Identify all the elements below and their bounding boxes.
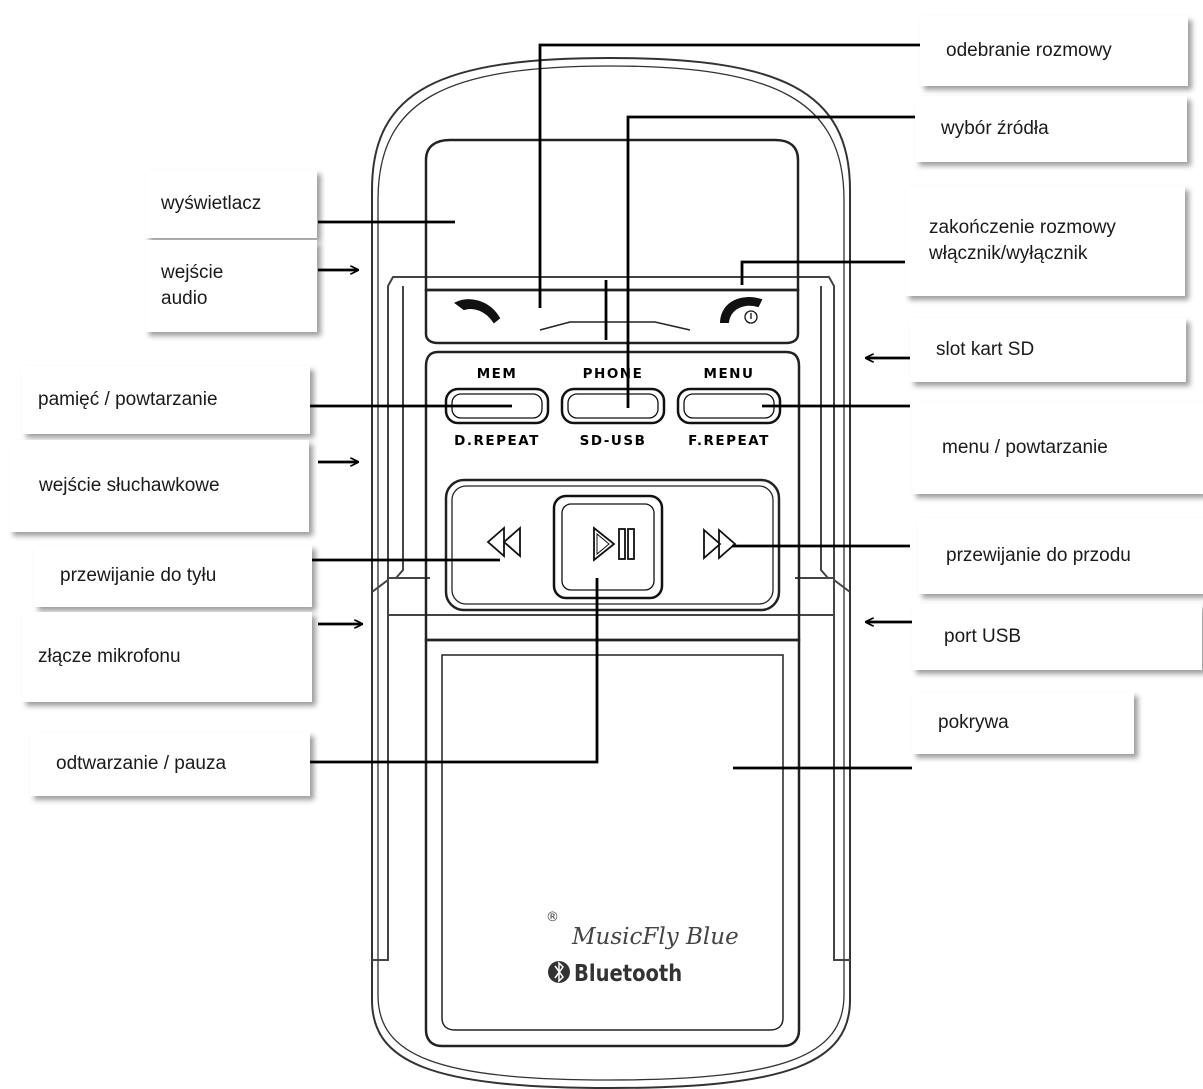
answer-call-icon[interactable]: [454, 299, 501, 324]
phone-button[interactable]: [560, 387, 666, 425]
end-call-icon[interactable]: [719, 297, 763, 323]
label-source-select: wybór źródła: [915, 96, 1187, 162]
bluetooth-logo: Bluetooth: [574, 961, 682, 988]
label-sd-slot-text: slot kart SD: [936, 338, 1035, 360]
brand-logo: MusicFly Blue: [571, 924, 739, 950]
label-cover: pokrywa: [912, 692, 1134, 754]
mem-bottom-label: D.REPEAT: [454, 433, 540, 449]
label-display: wyświetlacz: [145, 170, 317, 238]
label-answer-call-text: odebranie rozmowy: [946, 39, 1112, 61]
power-icon: [744, 310, 758, 324]
label-sd-slot: slot kart SD: [910, 318, 1186, 382]
label-headphone-input: wejście słuchawkowe: [9, 440, 309, 532]
label-mic-connector-text: złącze mikrofonu: [38, 645, 181, 667]
label-menu-repeat: menu / powtarzanie: [912, 402, 1203, 494]
label-audio-input-text: wejście audio: [161, 261, 224, 309]
label-audio-input: wejście audio: [145, 240, 317, 332]
label-usb-port-text: port USB: [944, 625, 1022, 647]
label-play-pause-text: odtwarzanie / pauza: [56, 752, 227, 774]
label-mem-repeat: pamięć / powtarzanie: [22, 366, 310, 434]
phone-top-label: PHONE: [583, 366, 644, 382]
call-button-panel: [424, 288, 800, 345]
label-rewind-text: przewijanie do tyłu: [60, 564, 217, 586]
label-answer-call: odebranie rozmowy: [920, 16, 1188, 86]
rewind-icon[interactable]: [486, 526, 521, 558]
label-play-pause: odtwarzanie / pauza: [30, 732, 310, 796]
label-mem-repeat-text: pamięć / powtarzanie: [38, 388, 218, 410]
label-mic-connector: złącze mikrofonu: [22, 612, 312, 702]
label-rewind: przewijanie do tyłu: [34, 545, 312, 607]
label-forward: przewijanie do przodu: [918, 518, 1203, 594]
label-usb-port: port USB: [912, 604, 1202, 670]
play-pause-button[interactable]: [552, 494, 664, 600]
label-headphone-input-text: wejście słuchawkowe: [39, 474, 220, 496]
device-body: [371, 56, 851, 1089]
play-pause-icon: [593, 526, 635, 562]
display-screen: [424, 138, 800, 292]
side-clip: [371, 276, 851, 961]
registered-mark: ®: [546, 910, 559, 925]
label-end-call-power-text: zakończenie rozmowy włącznik/wyłącznik: [929, 216, 1116, 264]
port-arrows: [318, 270, 912, 624]
leader-lines: [310, 43, 920, 770]
forward-icon[interactable]: [703, 528, 737, 560]
phone-bottom-label: SD-USB: [580, 433, 647, 449]
menu-bottom-label: F.REPEAT: [688, 433, 770, 449]
mem-top-label: MEM: [477, 366, 518, 382]
label-source-select-text: wybór źródła: [941, 117, 1049, 139]
label-cover-text: pokrywa: [938, 711, 1009, 733]
label-display-text: wyświetlacz: [161, 192, 262, 214]
label-end-call-power: zakończenie rozmowy włącznik/wyłącznik: [905, 186, 1185, 296]
cover-lid: [424, 638, 801, 1048]
menu-top-label: MENU: [704, 366, 755, 382]
label-forward-text: przewijanie do przodu: [946, 544, 1131, 566]
label-menu-repeat-text: menu / powtarzanie: [942, 436, 1108, 458]
